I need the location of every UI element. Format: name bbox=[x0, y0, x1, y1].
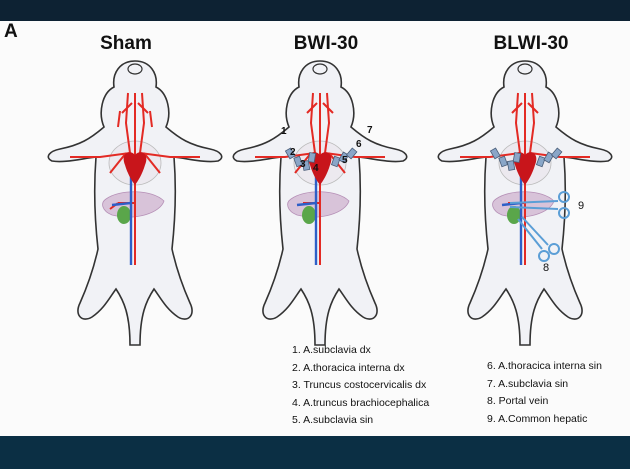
legend-item: 6. A.thoracica interna sin bbox=[487, 360, 602, 372]
legend-left: 1. A.subclavia dx 2. A.thoracica interna… bbox=[292, 342, 429, 430]
clamp-label-9: 9 bbox=[578, 200, 585, 212]
venous-system bbox=[111, 171, 133, 265]
clamp-label-8: 8 bbox=[543, 262, 550, 274]
column-title-blwi30: BLWI-30 bbox=[493, 33, 569, 54]
heart bbox=[123, 152, 147, 185]
column-title-sham: Sham bbox=[100, 33, 152, 54]
legend-item: 8. Portal vein bbox=[487, 395, 549, 407]
callout-1: 1 bbox=[281, 126, 287, 137]
top-bar bbox=[0, 0, 630, 21]
legend-item: 7. A.subclavia sin bbox=[487, 377, 569, 390]
callout-4: 4 bbox=[313, 163, 319, 174]
venous-system bbox=[296, 171, 318, 265]
animal-sham-diagram bbox=[47, 60, 223, 346]
callout-3: 3 bbox=[300, 159, 306, 170]
callout-5: 5 bbox=[342, 155, 348, 166]
legend-item: 5. A.subclavia sin bbox=[292, 414, 374, 426]
portal-clamp-8 bbox=[517, 216, 560, 262]
callout-6: 6 bbox=[356, 139, 362, 150]
bottom-bar bbox=[0, 436, 630, 469]
arterial-tree bbox=[70, 92, 200, 265]
legend-item: 2. A.thoracica interna dx bbox=[292, 361, 405, 374]
legend-item: 1. A.subclavia dx bbox=[292, 344, 371, 356]
legend-item: 9. A.Common hepatic bbox=[487, 412, 588, 425]
figure-panel: A Sham BWI-30 BLWI-30 bbox=[0, 21, 630, 436]
legend-item: 4. A.truncus brachiocephalica bbox=[292, 396, 430, 409]
panel-label: A bbox=[4, 21, 18, 42]
animal-bwi30-diagram bbox=[232, 60, 408, 346]
legend-item: 3. Truncus costocervicalis dx bbox=[292, 379, 427, 391]
callout-7: 7 bbox=[367, 125, 373, 136]
hepatic-clamp-9 bbox=[509, 191, 570, 219]
column-title-bwi30: BWI-30 bbox=[293, 33, 359, 54]
vessel-clips bbox=[489, 147, 563, 171]
animal-blwi30-diagram bbox=[437, 60, 613, 346]
vessel-clips bbox=[284, 147, 358, 171]
callout-2: 2 bbox=[290, 147, 296, 158]
legend-right: 6. A.thoracica interna sin 7. A.subclavi… bbox=[487, 358, 602, 428]
